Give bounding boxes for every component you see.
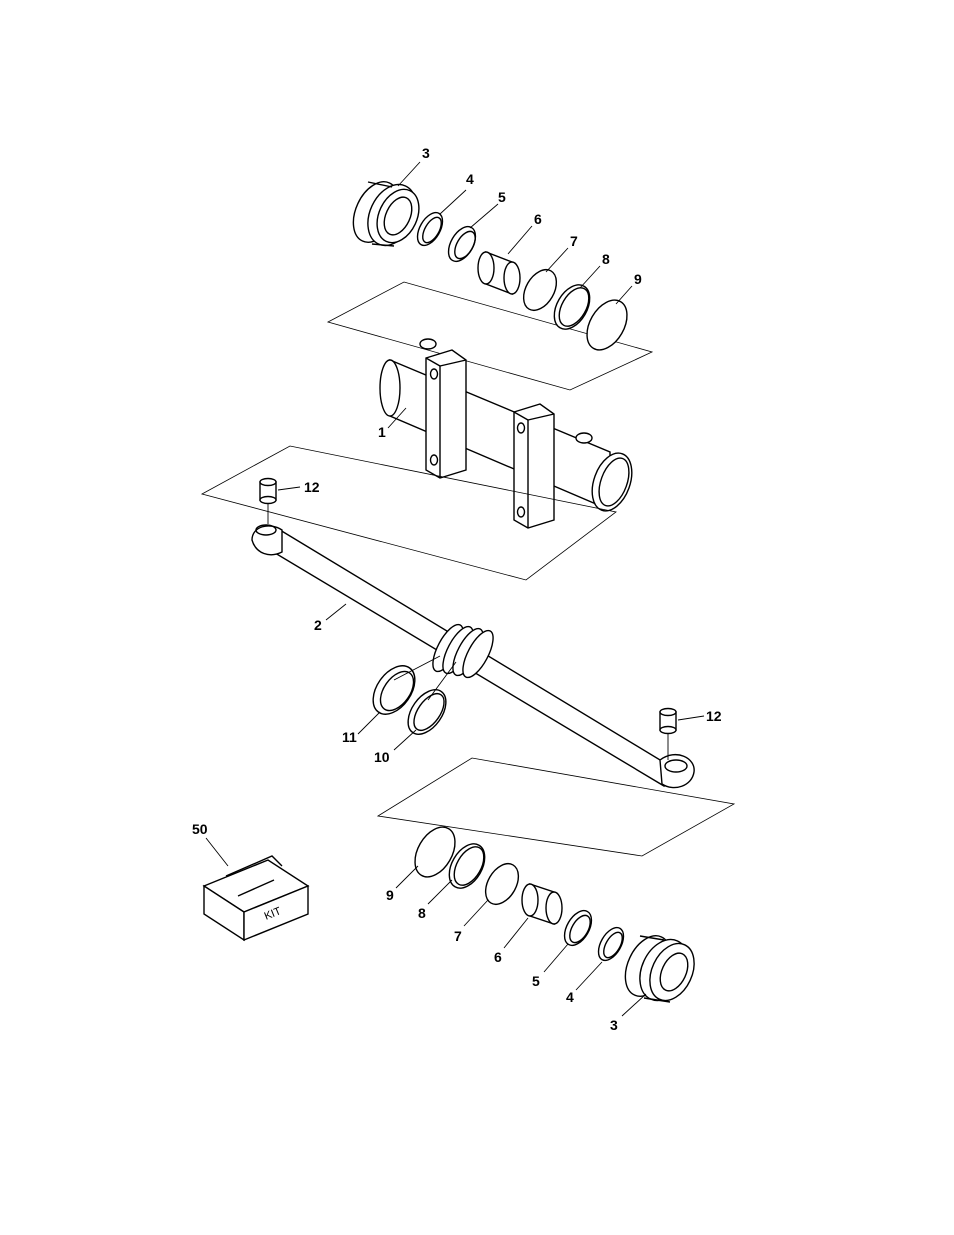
bushing-top: [478, 252, 520, 294]
callout-6-bottom: 6: [494, 949, 502, 965]
callout-9-bottom: 9: [386, 887, 394, 903]
callout-4-top: 4: [466, 171, 474, 187]
callout-7-bottom: 7: [454, 928, 462, 944]
callout-10: 10: [374, 749, 390, 765]
callout-4-bottom: 4: [566, 989, 574, 1005]
wiper-seal-top: [443, 222, 481, 266]
gland-nut-bottom: [616, 929, 702, 1009]
callout-2: 2: [314, 617, 322, 633]
callout-12-top: 12: [304, 479, 320, 495]
callout-7-top: 7: [570, 233, 578, 249]
callout-8-bottom: 8: [418, 905, 426, 921]
gland-nut-top: [344, 175, 427, 254]
piston-rod: [252, 525, 694, 788]
callout-50: 50: [192, 821, 208, 837]
wiper-seal-bottom: [559, 906, 597, 950]
callout-12-bottom: 12: [706, 708, 722, 724]
callout-1: 1: [378, 424, 386, 440]
callout-6-top: 6: [534, 211, 542, 227]
callout-3-bottom: 3: [610, 1017, 618, 1033]
callout-8-top: 8: [602, 251, 610, 267]
kit-box-icon: KIT: [204, 856, 308, 940]
callout-11: 11: [342, 729, 357, 745]
callout-5-bottom: 5: [532, 973, 540, 989]
cylinder-barrel: [380, 339, 639, 528]
callout-3-top: 3: [422, 145, 430, 161]
backup-ring-bottom: [593, 923, 628, 964]
rod-end-bushing-right: [660, 709, 676, 761]
rod-end-bushing-left: [260, 479, 276, 525]
callout-5-top: 5: [498, 189, 506, 205]
callout-9-top: 9: [634, 271, 642, 287]
